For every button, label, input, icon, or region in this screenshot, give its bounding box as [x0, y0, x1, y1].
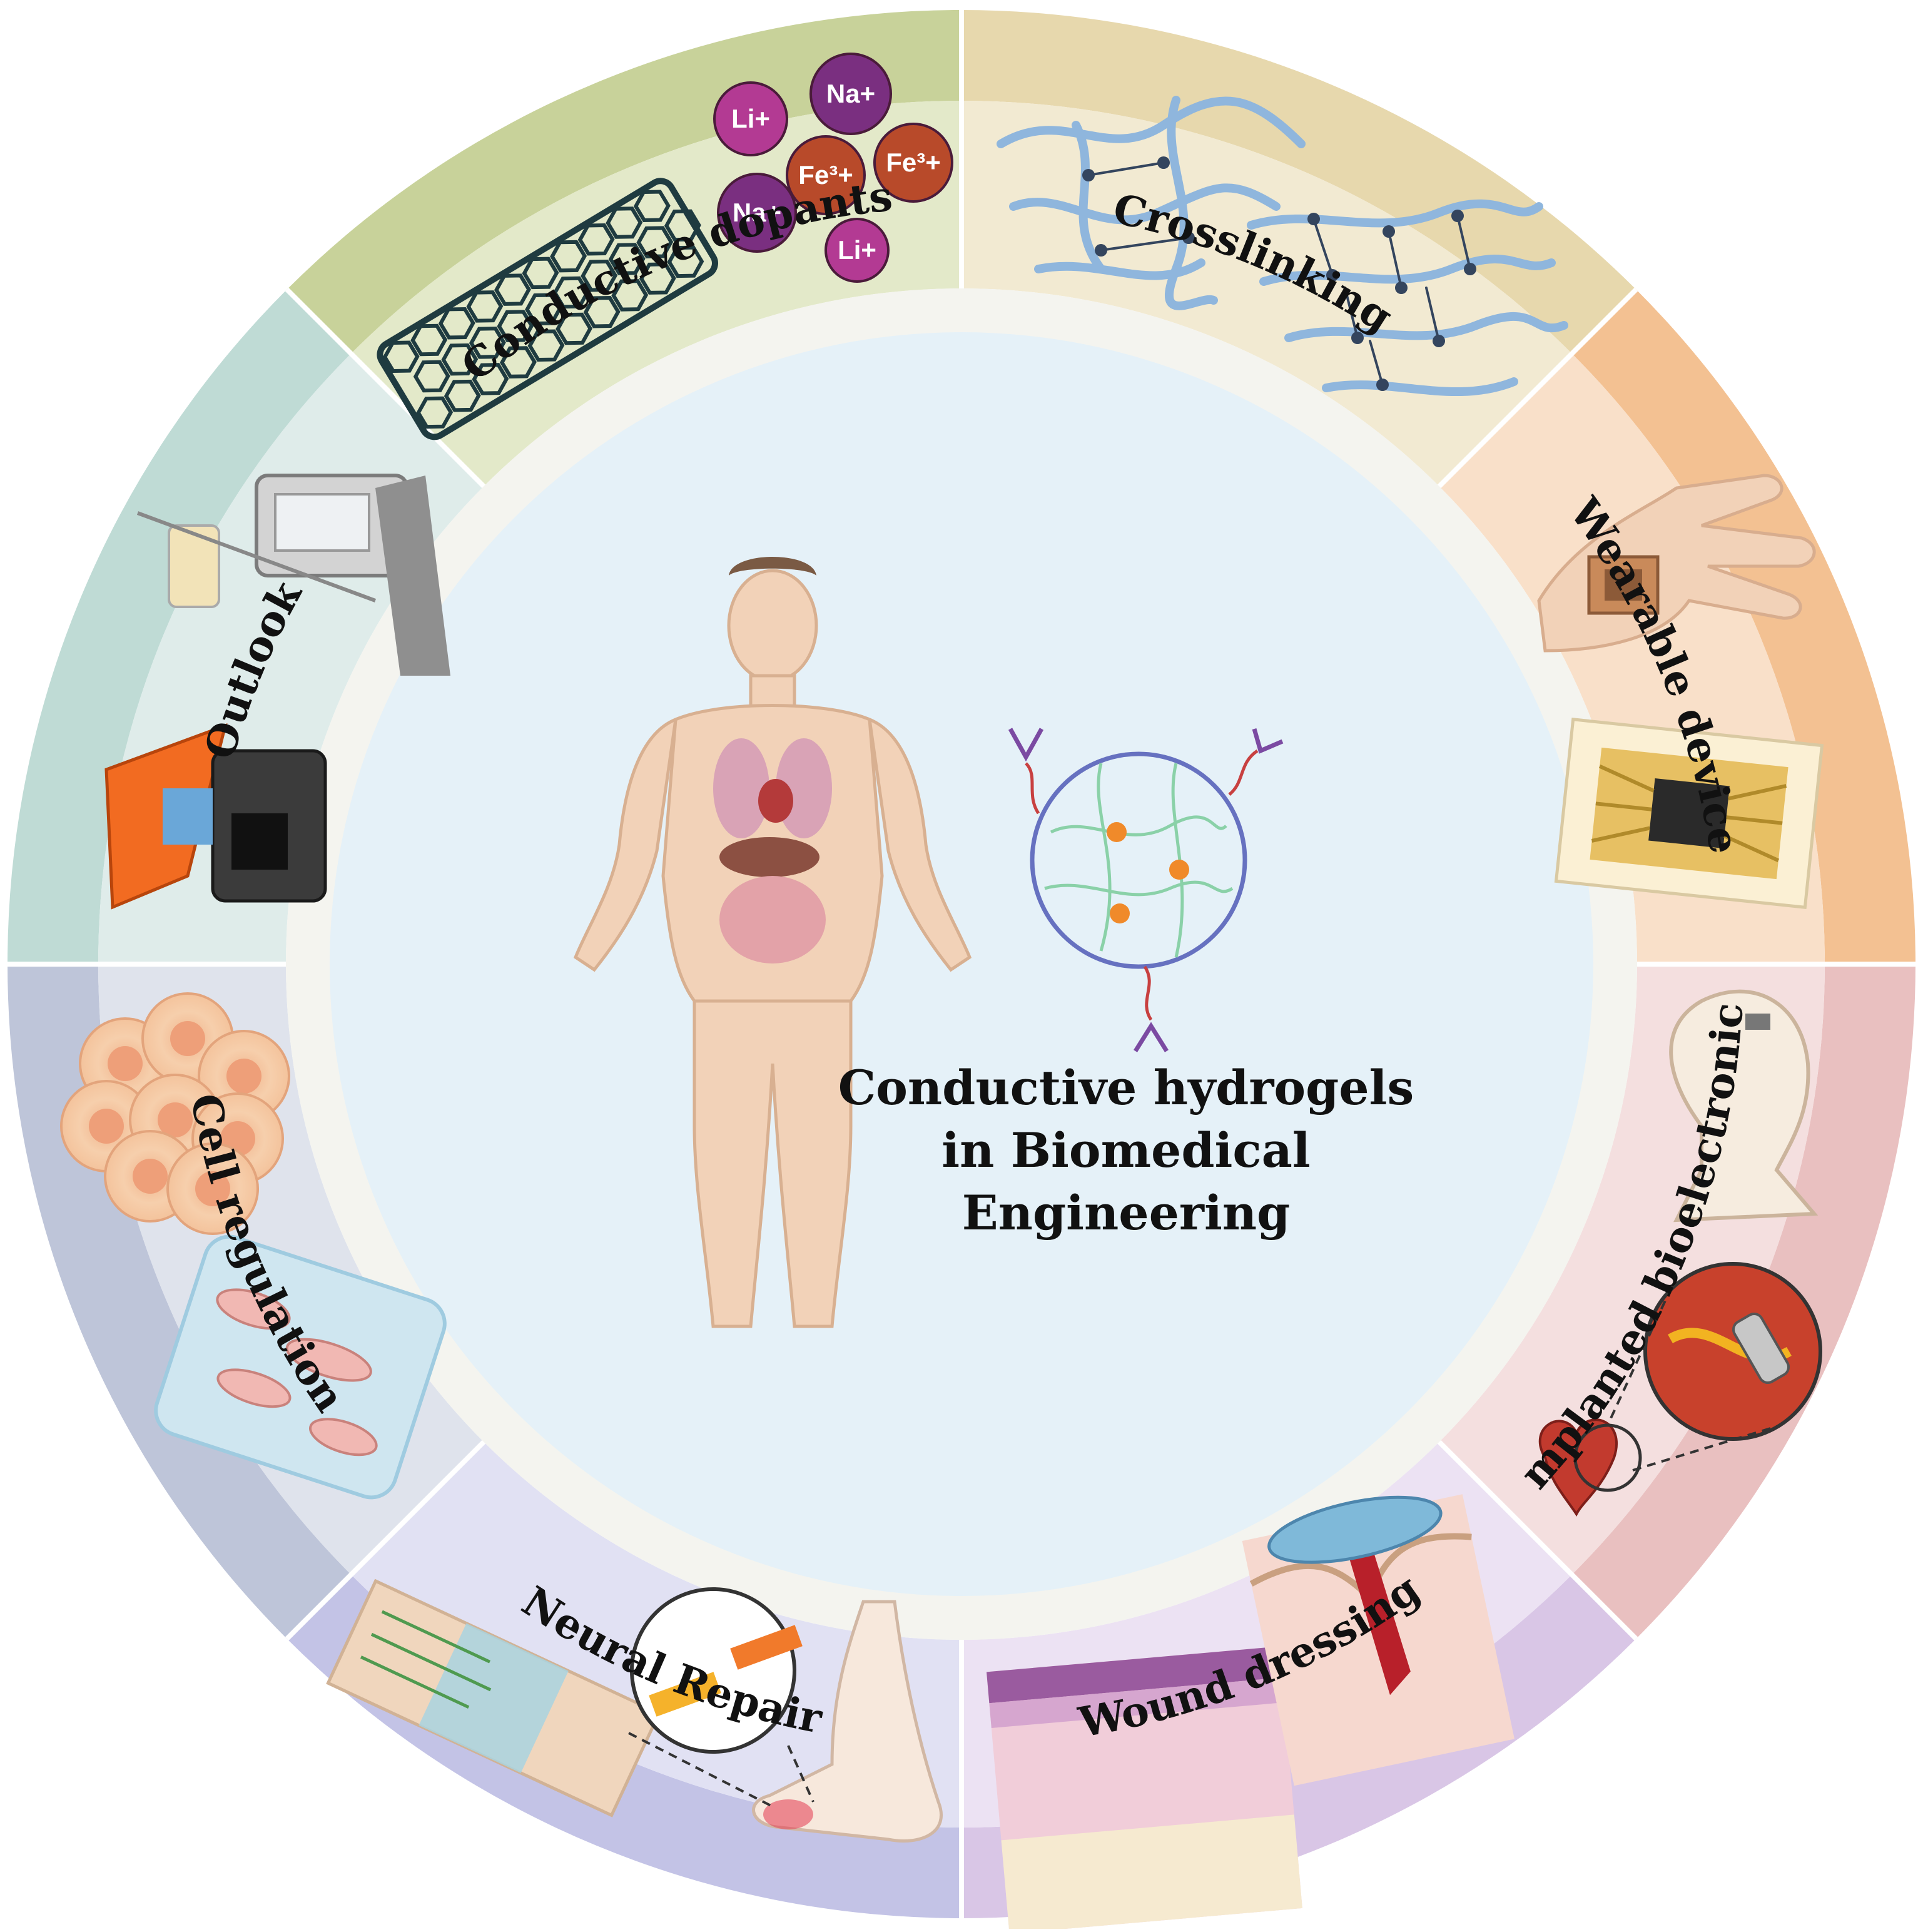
heart-icon — [1538, 1418, 1642, 1517]
polymer-network-icon — [997, 96, 1568, 396]
segment-outer-implanted-bioelectronics — [1571, 964, 1915, 1639]
cell-cluster-icon — [60, 992, 290, 1235]
head-implant-icon — [1669, 989, 1819, 1223]
svg-text:Fe³+: Fe³+ — [798, 160, 853, 190]
wound-icon — [1242, 1494, 1515, 1786]
segment-separator — [285, 1440, 486, 1641]
skin-layers-icon — [987, 1646, 1302, 1932]
nerve-scaffold-icon — [326, 1579, 661, 1818]
bioprinter-icon — [104, 723, 327, 910]
ion-li: Li+ — [713, 81, 788, 156]
hydrogel-particle-icon — [1008, 728, 1284, 1052]
svg-text:Li+: Li+ — [731, 104, 770, 133]
foot-nerve-icon — [628, 1600, 943, 1843]
segment-separator — [1437, 1440, 1638, 1641]
segment-separator — [285, 287, 486, 489]
segment-separators — [8, 10, 1915, 1918]
segment-outer-wearable-device — [1571, 289, 1915, 965]
hydrogel-cells-icon — [154, 1234, 447, 1500]
center-title-line-1: Conductive hydrogels — [838, 1060, 1414, 1116]
ion-fe: Fe³+ — [786, 135, 866, 215]
hand-with-patch-icon — [1537, 474, 1816, 653]
center-title: Conductive hydrogels in Biomedical Engin… — [838, 1060, 1414, 1241]
nerve-zoom-icon — [630, 1587, 803, 1754]
organs-icon — [713, 738, 832, 963]
center-title-line-3: Engineering — [962, 1185, 1290, 1241]
ion-na: Na+ — [809, 53, 892, 135]
segment-separator — [1437, 287, 1638, 489]
ion-na: Na+ — [717, 173, 797, 253]
heart-zoom-icon — [1597, 1262, 1822, 1472]
carbon-nanotube-icon — [377, 178, 718, 440]
center-title-line-2: in Biomedical — [941, 1122, 1311, 1178]
segment-outer-crosslinking — [962, 10, 1636, 354]
segment-outer-neural-repair — [287, 1574, 962, 1918]
svg-text:Li+: Li+ — [838, 235, 876, 265]
ion-fe: Fe³+ — [873, 123, 953, 203]
ion-li: Li+ — [825, 218, 890, 283]
segment-outer-conductive-dopants — [287, 10, 962, 354]
svg-text:Na+: Na+ — [826, 79, 875, 108]
svg-text:Na+: Na+ — [733, 198, 781, 227]
svg-text:Fe³+: Fe³+ — [886, 148, 941, 177]
flexible-chip-icon — [1554, 718, 1824, 909]
ion-cluster: Li+ Na+ Fe³+ Fe³+ Na+ Li+ — [713, 53, 953, 283]
segment-outer-outlook — [8, 289, 352, 965]
infusion-pump-icon — [136, 474, 450, 676]
